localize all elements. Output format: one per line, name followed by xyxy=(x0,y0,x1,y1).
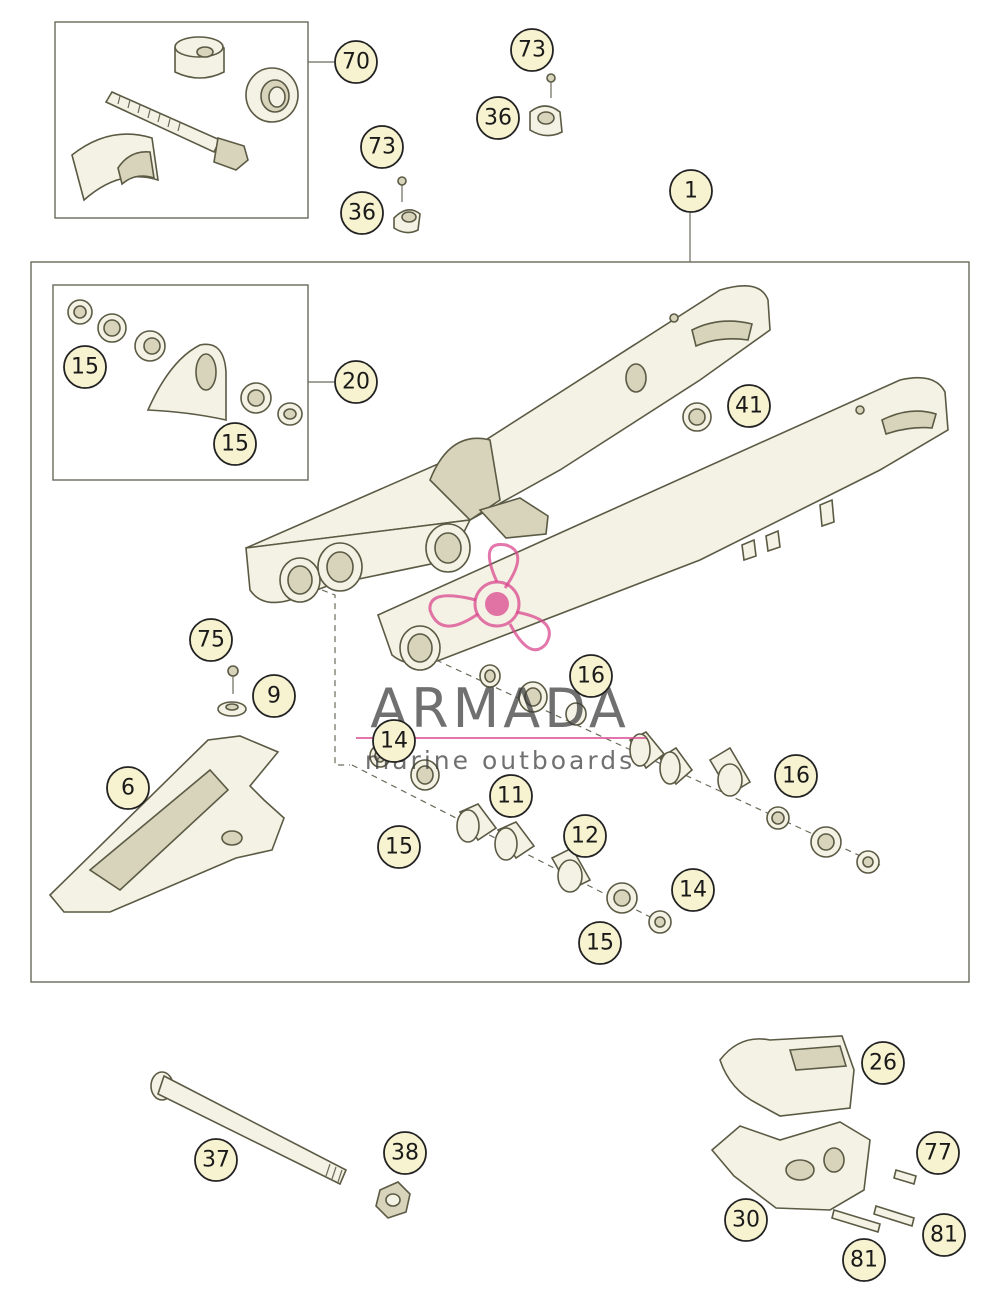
part-41-ring xyxy=(682,402,712,432)
callout-label: 14 xyxy=(679,878,707,903)
callout-30[interactable]: 30 xyxy=(724,1198,768,1242)
callout-81-left[interactable]: 81 xyxy=(842,1238,886,1282)
chain-guide-group xyxy=(710,1035,917,1234)
callout-14-right[interactable]: 14 xyxy=(671,868,715,912)
callout-label: 77 xyxy=(924,1141,952,1166)
kit-70-cup xyxy=(245,67,299,123)
callout-26[interactable]: 26 xyxy=(861,1041,905,1085)
callout-16-right[interactable]: 16 xyxy=(774,754,818,798)
callout-9[interactable]: 9 xyxy=(252,674,296,718)
axle-group xyxy=(150,1071,411,1219)
callout-15-kit-right[interactable]: 15 xyxy=(213,422,257,466)
callout-label: 14 xyxy=(380,729,408,754)
callout-label: 38 xyxy=(391,1141,419,1166)
callout-label: 30 xyxy=(732,1208,760,1233)
axis-left xyxy=(321,589,350,766)
callout-label: 12 xyxy=(571,824,599,849)
propeller-logo xyxy=(428,542,551,652)
callout-38[interactable]: 38 xyxy=(383,1131,427,1175)
swingarm-body xyxy=(245,284,949,671)
callout-label: 20 xyxy=(342,370,370,395)
clip-lower xyxy=(393,176,421,234)
kit-20-parts xyxy=(67,299,303,426)
callout-label: 70 xyxy=(342,50,370,75)
kit-70-bolt xyxy=(104,90,249,171)
callout-label: 36 xyxy=(484,106,512,131)
callout-label: 16 xyxy=(782,764,810,789)
callout-36-lower[interactable]: 36 xyxy=(340,191,384,235)
callout-label: 26 xyxy=(869,1051,897,1076)
callout-73-upper[interactable]: 73 xyxy=(510,28,554,72)
callout-label: 41 xyxy=(735,394,763,419)
callout-label: 36 xyxy=(348,201,376,226)
kit-70-shell xyxy=(71,133,159,202)
callout-label: 15 xyxy=(71,355,99,380)
callout-15-left[interactable]: 15 xyxy=(377,825,421,869)
callout-label: 1 xyxy=(684,179,698,204)
callout-73-lower[interactable]: 73 xyxy=(360,125,404,169)
clip-upper xyxy=(529,73,563,137)
callout-6[interactable]: 6 xyxy=(106,766,150,810)
callout-label: 15 xyxy=(385,835,413,860)
callout-label: 15 xyxy=(586,931,614,956)
bearing-stack-upper xyxy=(479,664,880,874)
callout-label: 11 xyxy=(497,784,525,809)
callout-14-left[interactable]: 14 xyxy=(372,719,416,763)
callout-label: 73 xyxy=(518,38,546,63)
callout-81-right[interactable]: 81 xyxy=(922,1213,966,1257)
callout-15-right[interactable]: 15 xyxy=(578,921,622,965)
swingarm-frame xyxy=(30,261,970,983)
kit-70-group xyxy=(54,21,334,219)
swingarm-assembly xyxy=(30,213,970,983)
callout-12[interactable]: 12 xyxy=(563,814,607,858)
callout-16-upper[interactable]: 16 xyxy=(569,654,613,698)
callout-label: 15 xyxy=(221,432,249,457)
callout-37[interactable]: 37 xyxy=(194,1138,238,1182)
callout-41[interactable]: 41 xyxy=(727,384,771,428)
callout-77[interactable]: 77 xyxy=(916,1131,960,1175)
callout-label: 81 xyxy=(850,1248,878,1273)
callout-36-upper[interactable]: 36 xyxy=(476,96,520,140)
callout-75[interactable]: 75 xyxy=(189,618,233,662)
screw-washer-group xyxy=(217,665,247,717)
callout-20[interactable]: 20 xyxy=(334,360,378,404)
callout-label: 37 xyxy=(202,1148,230,1173)
callout-label: 73 xyxy=(368,135,396,160)
callout-1[interactable]: 1 xyxy=(669,169,713,213)
callout-label: 81 xyxy=(930,1223,958,1248)
kit-70-frame xyxy=(54,21,309,219)
callout-label: 16 xyxy=(577,664,605,689)
callout-label: 6 xyxy=(121,776,135,801)
chain-slider xyxy=(48,735,285,913)
callout-label: 9 xyxy=(267,684,281,709)
callout-label: 75 xyxy=(197,628,225,653)
callout-11[interactable]: 11 xyxy=(489,774,533,818)
callout-70[interactable]: 70 xyxy=(334,40,378,84)
callout-15-kit-left[interactable]: 15 xyxy=(63,345,107,389)
callouts-layer: 70 73 36 73 36 1 20 15 15 41 75 9 6 16 1… xyxy=(63,28,966,1282)
axis-right xyxy=(435,659,881,866)
kit-70-bushing xyxy=(174,36,225,79)
